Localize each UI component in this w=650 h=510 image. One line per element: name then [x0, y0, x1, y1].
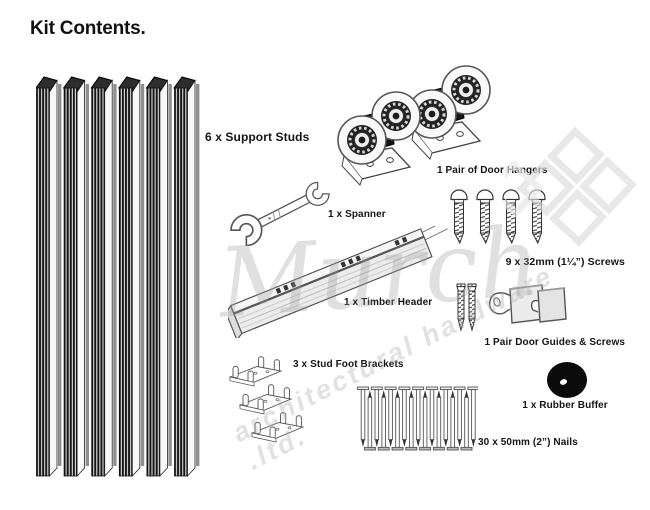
spanner-illustration	[227, 179, 333, 246]
nails-illustration	[357, 386, 478, 451]
foot-brackets-label: 3 x Stud Foot Brackets	[293, 359, 404, 370]
nails-label: 30 x 50mm (2”) Nails	[478, 437, 578, 448]
screws-illustration	[450, 189, 546, 244]
door-guides-illustration	[489, 284, 567, 324]
door-guides-label: 1 Pair Door Guides & Screws	[484, 337, 625, 348]
rubber-buffer-label: 1 x Rubber Buffer	[522, 400, 608, 411]
timber-header-illustration	[228, 226, 448, 338]
page-title: Kit Contents.	[30, 18, 146, 39]
support-studs-illustration	[36, 76, 200, 477]
door-hangers-label: 1 Pair of Door Hangers	[437, 165, 548, 176]
timber-header-label: 1 x Timber Header	[344, 297, 433, 308]
support-studs-label: 6 x Support Studs	[205, 130, 310, 144]
rubber-buffer-illustration	[547, 362, 587, 398]
spanner-label: 1 x Spanner	[328, 209, 386, 220]
screws-label: 9 x 32mm (1¼”) Screws	[505, 256, 625, 268]
